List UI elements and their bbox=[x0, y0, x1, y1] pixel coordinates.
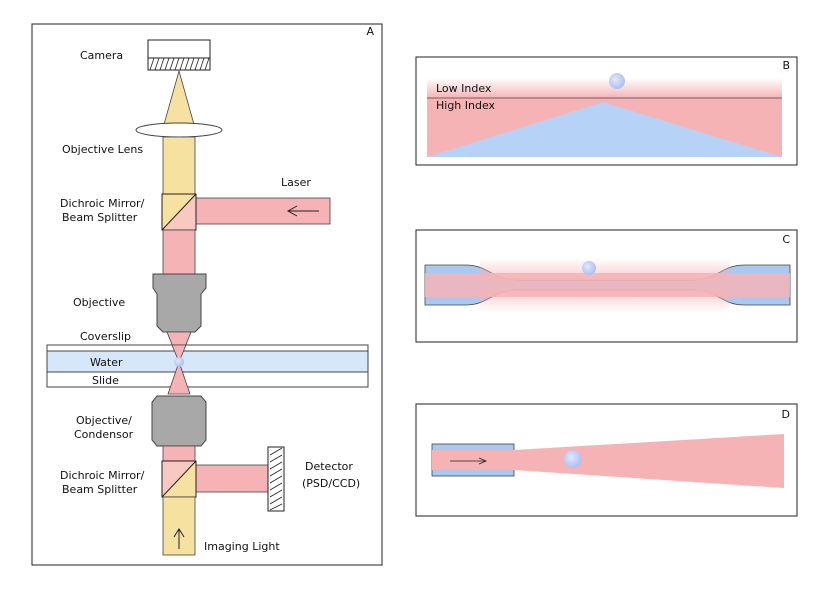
dichroic-2-label-line1: Dichroic Mirror/ bbox=[60, 469, 145, 482]
panel-b: B Low Index High Index bbox=[415, 56, 798, 166]
camera bbox=[147, 39, 211, 71]
evanescent-field bbox=[427, 78, 782, 98]
slide-label: Slide bbox=[92, 374, 119, 387]
tir-beam-paths bbox=[427, 102, 782, 157]
laser-label: Laser bbox=[281, 176, 311, 189]
condensor-label-line1: Objective/ bbox=[76, 414, 132, 427]
camera-body bbox=[147, 39, 211, 59]
coverslip-label: Coverslip bbox=[80, 330, 131, 343]
objective-lens-label: Objective Lens bbox=[62, 143, 143, 156]
dichroic-2-label-line2: Beam Splitter bbox=[62, 483, 138, 496]
imaging-light-arrow bbox=[173, 528, 185, 549]
dichroic-mirror-2 bbox=[161, 460, 197, 498]
panel-d-letter: D bbox=[782, 408, 790, 421]
objective-upper bbox=[152, 273, 207, 333]
propagation-arrow bbox=[450, 457, 488, 465]
laser-beam-lower bbox=[162, 445, 196, 462]
tapered-fiber bbox=[424, 258, 791, 312]
detector bbox=[267, 446, 285, 512]
dichroic-1-label-line2: Beam Splitter bbox=[62, 211, 138, 224]
camera-label: Camera bbox=[80, 49, 123, 62]
laser-beam-down bbox=[162, 229, 196, 275]
fiber-evanescent-bottom bbox=[480, 290, 730, 312]
cone-in-coverslip bbox=[171, 344, 187, 364]
fiber-evanescent-top bbox=[480, 258, 730, 280]
bead-b bbox=[609, 73, 625, 89]
objective-lens bbox=[135, 122, 223, 138]
laser-arrow bbox=[286, 205, 319, 217]
detector-label-line1: Detector bbox=[305, 460, 353, 473]
panel-c-letter: C bbox=[782, 233, 790, 246]
panel-c: C bbox=[415, 229, 798, 343]
bead-c bbox=[582, 261, 596, 275]
water-label: Water bbox=[90, 356, 123, 369]
camera-sensor-hatching bbox=[149, 57, 210, 71]
panel-a-letter: A bbox=[366, 25, 374, 38]
dichroic-mirror-1 bbox=[161, 193, 197, 231]
high-index-label: High Index bbox=[436, 99, 496, 112]
fiber-light bbox=[432, 450, 514, 470]
low-index-label: Low Index bbox=[436, 82, 492, 95]
panel-a: A Camera Objective Lens Laser bbox=[31, 23, 383, 566]
bead-d bbox=[564, 450, 582, 468]
diverging-output-beam bbox=[514, 434, 784, 488]
slide bbox=[46, 371, 369, 388]
dichroic-1-label-line1: Dichroic Mirror/ bbox=[60, 197, 145, 210]
detector-label-line2: (PSD/CCD) bbox=[302, 477, 360, 490]
imaging-beam-upper bbox=[162, 136, 196, 195]
trapped-bead-a bbox=[174, 357, 184, 367]
objective-label: Objective bbox=[73, 296, 125, 309]
condensor-label-line2: Condensor bbox=[74, 428, 134, 441]
coverslip bbox=[46, 344, 369, 352]
diverging-cone bbox=[167, 360, 191, 395]
condensor bbox=[151, 395, 207, 447]
panel-b-letter: B bbox=[782, 59, 790, 72]
detector-beam bbox=[195, 464, 269, 493]
panel-d: D bbox=[415, 403, 798, 517]
imaging-light-label: Imaging Light bbox=[204, 540, 280, 553]
